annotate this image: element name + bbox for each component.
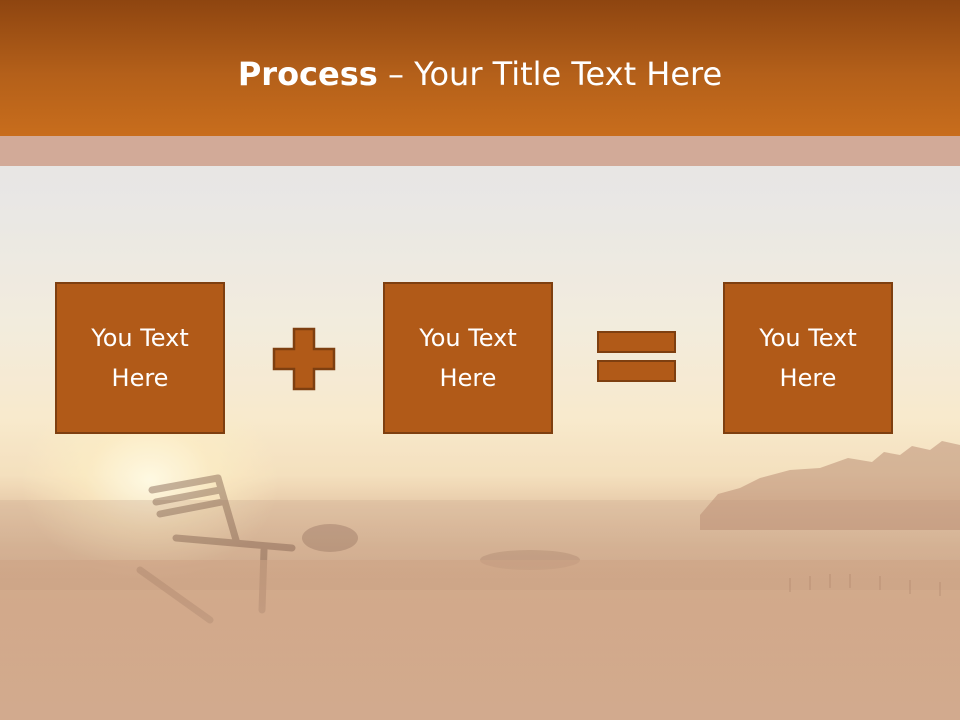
- title-bar: Process – Your Title Text Here: [0, 0, 960, 136]
- slide-title: Process – Your Title Text Here: [0, 52, 960, 96]
- plus-icon: [272, 327, 336, 391]
- title-rest-part: – Your Title Text Here: [377, 55, 723, 93]
- process-box-1-text: You Text Here: [91, 324, 189, 392]
- process-box-result-text: You Text Here: [759, 324, 857, 392]
- equals-icon-bottom-bar: [597, 360, 676, 382]
- title-bold-part: Process: [237, 55, 378, 93]
- ground-area: [0, 560, 960, 720]
- process-box-1: You Text Here: [55, 282, 225, 434]
- equals-icon-top-bar: [597, 331, 676, 353]
- title-stripe: [0, 136, 960, 166]
- process-box-2-text: You Text Here: [419, 324, 517, 392]
- process-box-2: You Text Here: [383, 282, 553, 434]
- process-box-result: You Text Here: [723, 282, 893, 434]
